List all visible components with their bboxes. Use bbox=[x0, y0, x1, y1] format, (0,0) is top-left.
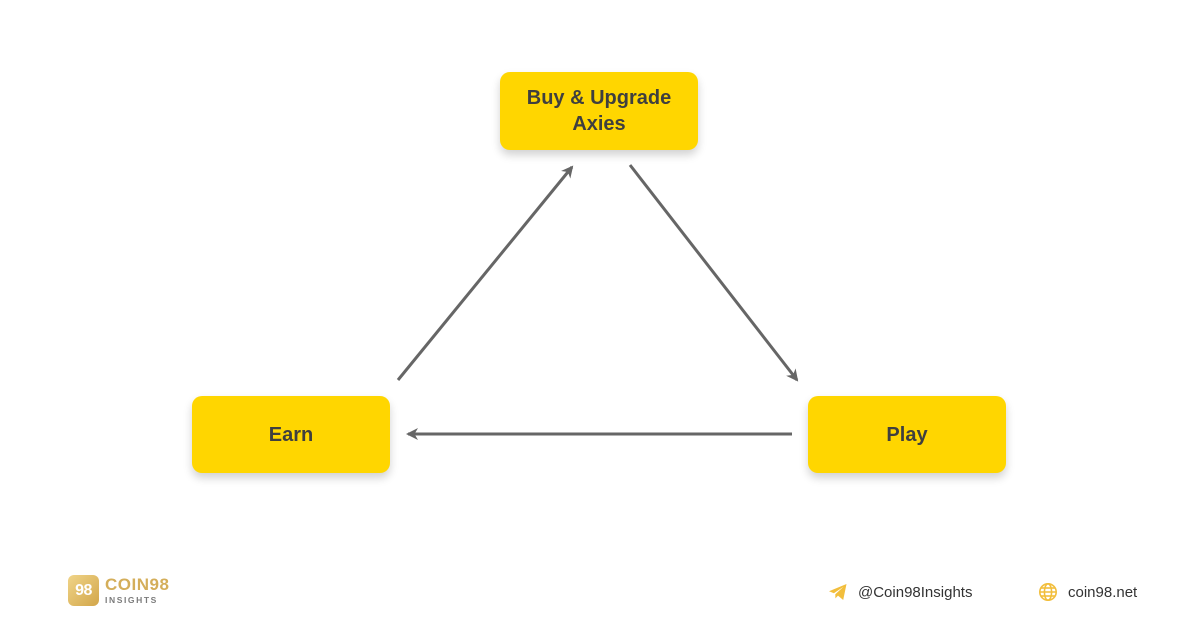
website-link[interactable]: coin98.net bbox=[1068, 583, 1138, 601]
arrow-buy-to-play bbox=[628, 164, 799, 382]
brand-name: COIN98 bbox=[105, 575, 170, 595]
node-buy-upgrade-axies: Buy & Upgrade Axies bbox=[500, 72, 698, 150]
website-contact[interactable]: coin98.net bbox=[1038, 582, 1137, 602]
node-buy-label: Buy & Upgrade Axies bbox=[526, 87, 672, 135]
globe-icon bbox=[1038, 582, 1058, 602]
arrow-earn-to-buy bbox=[396, 165, 574, 381]
telegram-contact[interactable]: @Coin98Insights bbox=[828, 582, 972, 602]
brand-logo: 98 COIN98 INSIGHTS bbox=[68, 575, 169, 606]
brand-sub: INSIGHTS bbox=[105, 595, 158, 606]
node-earn: Earn bbox=[192, 396, 390, 473]
brand-text: COIN98 INSIGHTS bbox=[105, 576, 169, 605]
telegram-handle[interactable]: @Coin98Insights bbox=[858, 583, 973, 601]
brand-badge: 98 bbox=[68, 575, 99, 606]
node-earn-label: Earn bbox=[268, 423, 314, 446]
node-play: Play bbox=[808, 396, 1006, 473]
node-play-label: Play bbox=[886, 423, 928, 446]
telegram-icon bbox=[828, 582, 848, 602]
